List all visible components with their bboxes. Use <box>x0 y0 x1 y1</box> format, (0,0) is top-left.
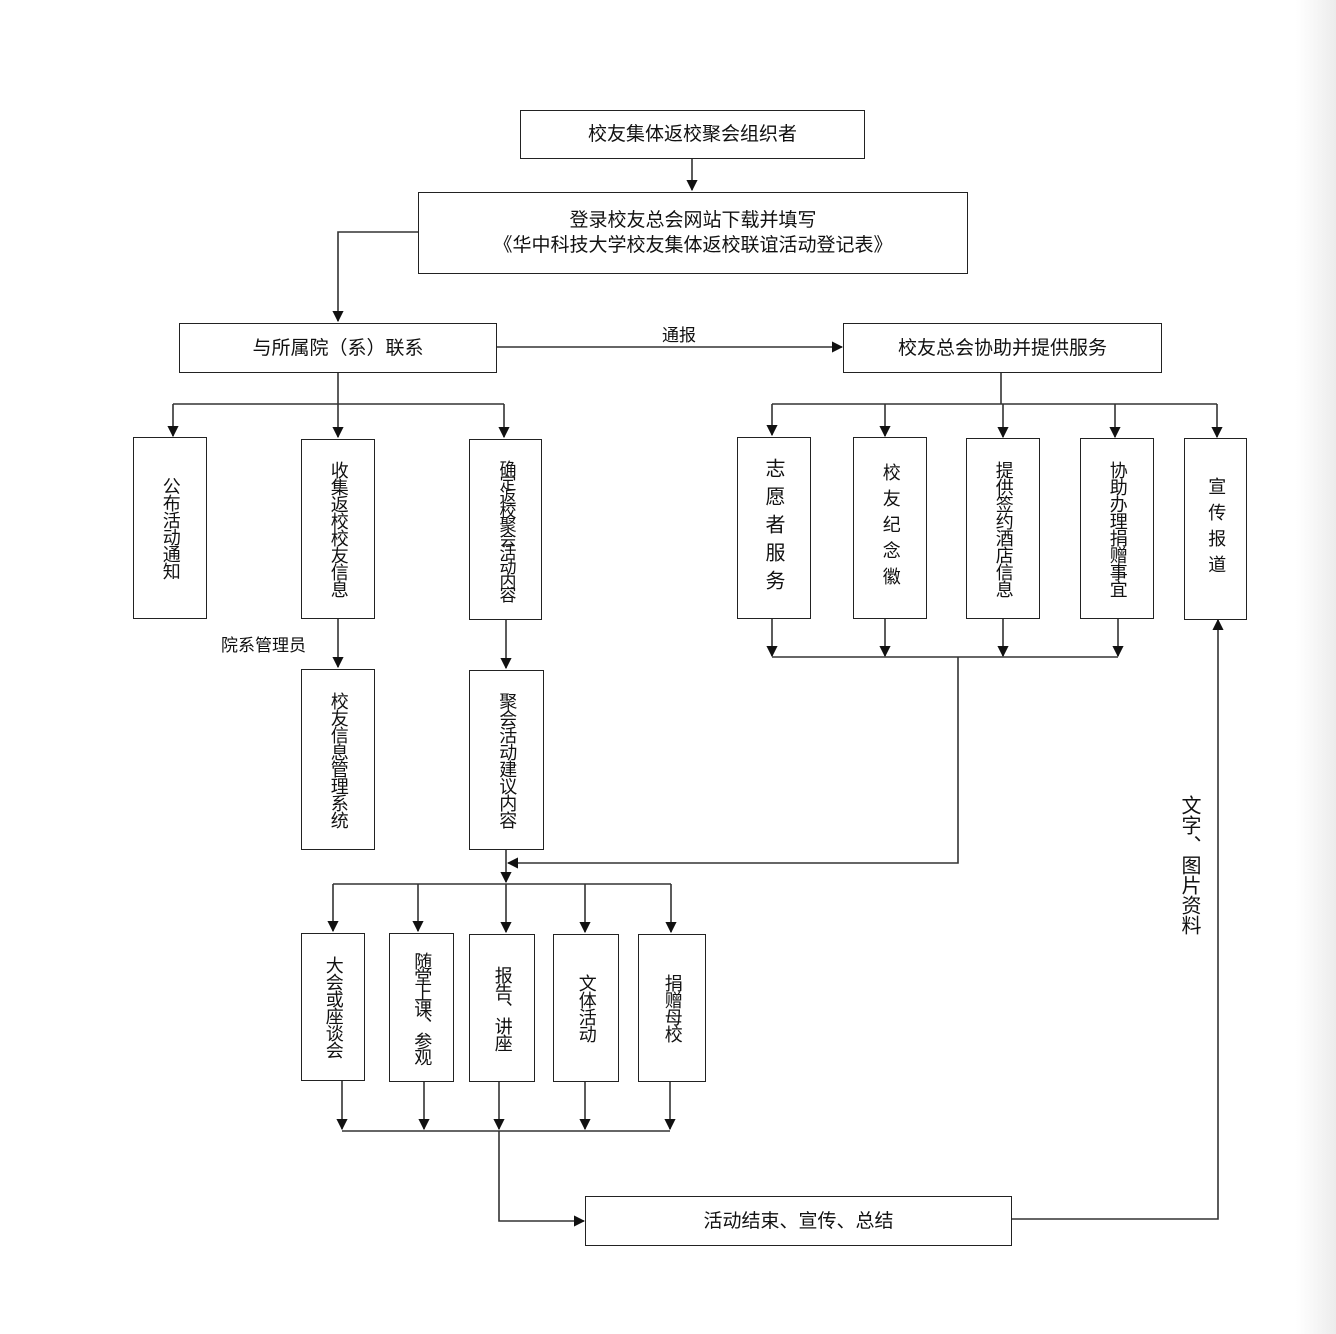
node-register-line2: 《华中科技大学校友集体返校联谊活动登记表》 <box>493 234 893 256</box>
node-collect-info-label: 收集返校校友信息 <box>327 461 349 597</box>
edge-label-notify: 通报 <box>662 326 696 346</box>
node-meeting-label: 大会或座谈会 <box>322 956 344 1058</box>
node-contact-dept: 与所属院（系）联系 <box>179 323 497 373</box>
node-donate: 捐赠母校 <box>638 934 706 1082</box>
node-info-system-label: 校友信息管理系统 <box>327 691 349 828</box>
node-confirm-content: 确定返校聚会活动内容 <box>469 439 542 620</box>
node-organizer: 校友集体返校聚会组织者 <box>520 110 865 159</box>
node-contact-dept-label: 与所属院（系）联系 <box>252 336 424 359</box>
node-publicity: 宣传报道 <box>1184 438 1247 620</box>
node-collect-info: 收集返校校友信息 <box>301 439 375 619</box>
node-meeting: 大会或座谈会 <box>301 933 365 1081</box>
arrow-to-finish <box>498 1131 586 1227</box>
node-lecture-label: 报告、讲座 <box>491 965 513 1051</box>
node-finish-label: 活动结束、宣传、总结 <box>703 1209 894 1232</box>
node-lecture: 报告、讲座 <box>469 934 535 1082</box>
node-publicity-label: 宣传报道 <box>1205 477 1227 581</box>
node-donation-help-label: 协助办理捐赠事宜 <box>1106 460 1128 597</box>
node-alumni-assoc: 校友总会协助并提供服务 <box>843 323 1162 373</box>
node-hotel-info-label: 提供签约酒店信息 <box>992 460 1014 597</box>
node-volunteer: 志愿者服务 <box>737 437 811 619</box>
arrow-services-to-main <box>506 657 959 869</box>
node-finish: 活动结束、宣传、总结 <box>585 1196 1012 1246</box>
arrow-finish-to-publicity <box>1011 618 1224 1220</box>
node-class-visit: 随堂上课、参观 <box>389 933 454 1082</box>
node-badge: 校友纪念徽 <box>853 437 927 619</box>
node-sports-label: 文体活动 <box>575 974 597 1042</box>
node-organizer-label: 校友集体返校聚会组织者 <box>587 123 797 146</box>
node-info-system: 校友信息管理系统 <box>301 669 375 850</box>
node-class-visit-label: 随堂上课、参观 <box>411 951 433 1064</box>
node-publish-notice: 公布活动通知 <box>133 437 207 619</box>
node-alumni-assoc-label: 校友总会协助并提供服务 <box>897 336 1107 359</box>
node-donate-label: 捐赠母校 <box>661 974 683 1042</box>
node-suggest-content-label: 聚会活动建议内容 <box>496 692 518 828</box>
node-donation-help: 协助办理捐赠事宜 <box>1080 438 1154 619</box>
node-register: 登录校友总会网站下载并填写 《华中科技大学校友集体返校联谊活动登记表》 <box>418 192 968 274</box>
edge-label-materials: 文字、图片资料 <box>1178 795 1202 935</box>
node-volunteer-label: 志愿者服务 <box>762 458 786 598</box>
node-publish-notice-label: 公布活动通知 <box>159 477 181 579</box>
node-suggest-content: 聚会活动建议内容 <box>469 670 544 850</box>
edge-label-dept-admin: 院系管理员 <box>221 636 306 656</box>
node-badge-label: 校友纪念徽 <box>879 463 901 593</box>
arrow-register-contact <box>332 231 418 323</box>
node-sports: 文体活动 <box>553 934 619 1082</box>
node-hotel-info: 提供签约酒店信息 <box>966 438 1040 619</box>
node-register-line1: 登录校友总会网站下载并填写 <box>569 209 817 232</box>
node-confirm-content-label: 确定返校聚会活动内容 <box>495 459 516 600</box>
